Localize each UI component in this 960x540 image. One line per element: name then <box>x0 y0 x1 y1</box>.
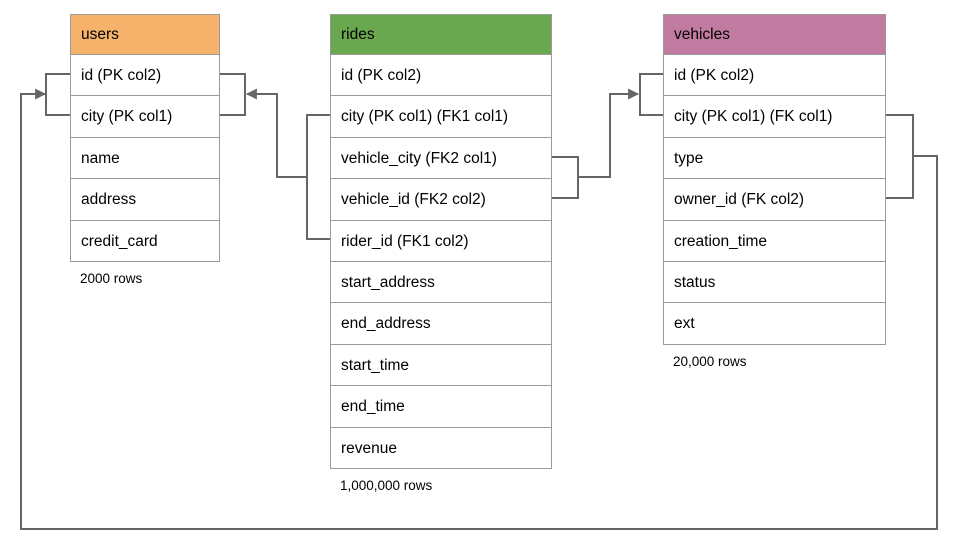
relationship-rides-vehicles <box>552 73 663 199</box>
column-row: id (PK col2) <box>71 54 219 96</box>
vehicles-to-users-arrow <box>20 88 938 530</box>
table-users-row-count: 2000 rows <box>80 270 143 286</box>
users-pk-left-bracket <box>45 73 70 116</box>
table-vehicles: vehicles id (PK col2)city (PK col1) (FK … <box>663 14 886 369</box>
column-row: address <box>71 178 219 220</box>
rides-to-users-arrow <box>245 88 307 178</box>
column-row: ext <box>664 302 885 344</box>
users-pk-bracket <box>220 73 246 116</box>
vehicles-pk-bracket <box>639 73 663 116</box>
table-users-header: users <box>71 15 219 54</box>
column-row: start_time <box>331 343 551 386</box>
table-rides: rides id (PK col2)city (PK col1) (FK1 co… <box>330 14 552 493</box>
table-rides-row-count: 1,000,000 rows <box>340 477 433 493</box>
table-vehicles-columns: id (PK col2)city (PK col1) (FK col1)type… <box>664 54 885 344</box>
column-row: city (PK col1) <box>71 95 219 137</box>
column-row: end_time <box>331 385 551 427</box>
table-vehicles-header: vehicles <box>664 15 885 54</box>
column-row: city (PK col1) (FK1 col1) <box>331 95 551 137</box>
column-row: owner_id (FK col2) <box>664 178 885 220</box>
column-row: id (PK col2) <box>331 54 551 96</box>
column-row: credit_card <box>71 219 219 261</box>
column-row: status <box>664 260 885 303</box>
rides-to-vehicles-arrow <box>578 88 640 178</box>
column-row: creation_time <box>664 219 885 261</box>
table-rides-box: rides id (PK col2)city (PK col1) (FK1 co… <box>330 14 552 469</box>
column-row: revenue <box>331 426 551 468</box>
relationship-vehicles-users <box>20 73 938 530</box>
column-row: id (PK col2) <box>664 54 885 96</box>
rides-fk2-bracket <box>552 156 579 199</box>
relationship-rides-users <box>220 73 330 240</box>
column-row: vehicle_city (FK2 col1) <box>331 136 551 179</box>
vehicles-fk-bracket <box>886 114 914 199</box>
column-row: start_address <box>331 260 551 303</box>
rides-fk1-bracket <box>306 114 330 240</box>
column-row: city (PK col1) (FK col1) <box>664 95 885 137</box>
column-row: name <box>71 136 219 179</box>
table-vehicles-row-count: 20,000 rows <box>673 353 747 369</box>
column-row: type <box>664 136 885 179</box>
column-row: vehicle_id (FK2 col2) <box>331 178 551 220</box>
column-row: rider_id (FK1 col2) <box>331 219 551 261</box>
table-rides-header: rides <box>331 15 551 54</box>
table-rides-columns: id (PK col2)city (PK col1) (FK1 col1)veh… <box>331 54 551 468</box>
table-vehicles-box: vehicles id (PK col2)city (PK col1) (FK … <box>663 14 886 345</box>
column-row: end_address <box>331 302 551 344</box>
